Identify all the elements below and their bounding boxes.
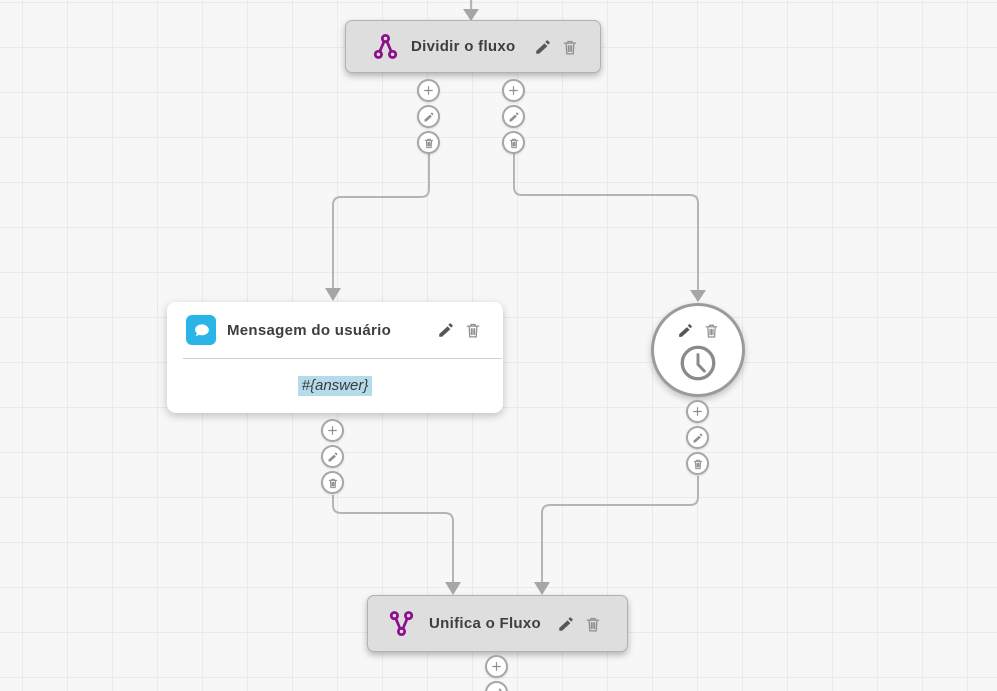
message-variable: #{answer} — [297, 375, 373, 396]
trash-icon — [509, 138, 518, 148]
port-menu-merge — [485, 655, 508, 691]
port-menu-split-right — [502, 79, 525, 154]
node-title: Mensagem do usuário — [227, 321, 392, 339]
plus-icon — [328, 426, 337, 435]
arrowhead-icon — [325, 288, 341, 301]
trash-icon — [563, 40, 577, 55]
port-add-button[interactable] — [686, 400, 709, 423]
port-delete-button[interactable] — [686, 452, 709, 475]
port-add-button[interactable] — [321, 419, 344, 442]
node-split-flow[interactable]: Dividir o fluxo — [345, 20, 601, 73]
wire-split-to-message — [332, 154, 430, 288]
arrowhead-icon — [690, 290, 706, 302]
edit-node-button[interactable] — [675, 320, 695, 340]
arrowhead-icon — [445, 582, 461, 595]
delete-node-button[interactable] — [463, 320, 483, 340]
pencil-icon — [424, 111, 434, 121]
trash-icon — [586, 617, 600, 632]
clock-icon — [680, 345, 716, 381]
plus-icon — [424, 86, 433, 95]
port-add-button[interactable] — [502, 79, 525, 102]
plus-icon — [693, 407, 702, 416]
node-timer[interactable] — [651, 303, 745, 397]
port-menu-message — [321, 419, 344, 494]
delete-node-button[interactable] — [583, 614, 603, 634]
node-user-message[interactable]: Mensagem do usuário #{answer} — [167, 302, 503, 413]
pencil-icon — [559, 616, 573, 631]
chat-bubble-icon — [186, 315, 216, 345]
pencil-icon — [536, 39, 550, 54]
split-flow-icon — [372, 33, 399, 60]
port-edit-button[interactable] — [502, 105, 525, 128]
card-divider — [183, 358, 502, 359]
port-edit-button[interactable] — [686, 426, 709, 449]
node-title: Dividir o fluxo — [411, 38, 516, 55]
delete-node-button[interactable] — [560, 37, 580, 57]
card-body: #{answer} — [167, 359, 503, 412]
port-delete-button[interactable] — [502, 131, 525, 154]
plus-icon — [509, 86, 518, 95]
port-add-button[interactable] — [485, 655, 508, 678]
port-edit-button[interactable] — [417, 105, 440, 128]
trash-icon — [424, 138, 433, 148]
arrowhead-icon — [534, 582, 550, 595]
port-edit-button[interactable] — [485, 681, 508, 691]
wire-split-to-timer — [513, 154, 699, 290]
pencil-icon — [509, 111, 519, 121]
card-header: Mensagem do usuário — [167, 302, 503, 358]
trash-icon — [466, 323, 480, 338]
port-add-button[interactable] — [417, 79, 440, 102]
port-menu-split-left — [417, 79, 440, 154]
wire-message-to-merge — [332, 495, 454, 582]
pencil-icon — [693, 432, 703, 442]
pencil-icon — [439, 323, 453, 337]
edit-node-button[interactable] — [436, 320, 456, 340]
merge-flow-icon — [388, 610, 415, 637]
delete-node-button[interactable] — [701, 320, 721, 340]
plus-icon — [492, 662, 501, 671]
trash-icon — [328, 478, 337, 488]
trash-icon — [693, 459, 702, 469]
node-title: Unifica o Fluxo — [429, 615, 542, 632]
port-delete-button[interactable] — [321, 471, 344, 494]
pencil-icon — [328, 451, 338, 461]
wire-timer-to-merge — [541, 476, 699, 582]
edit-node-button[interactable] — [556, 614, 576, 634]
trash-icon — [705, 324, 717, 338]
port-delete-button[interactable] — [417, 131, 440, 154]
port-edit-button[interactable] — [321, 445, 344, 468]
pencil-icon — [678, 323, 692, 337]
node-merge-flow[interactable]: Unifica o Fluxo — [367, 595, 628, 652]
port-menu-timer — [686, 400, 709, 475]
edit-node-button[interactable] — [533, 37, 553, 57]
pencil-icon — [496, 687, 502, 691]
